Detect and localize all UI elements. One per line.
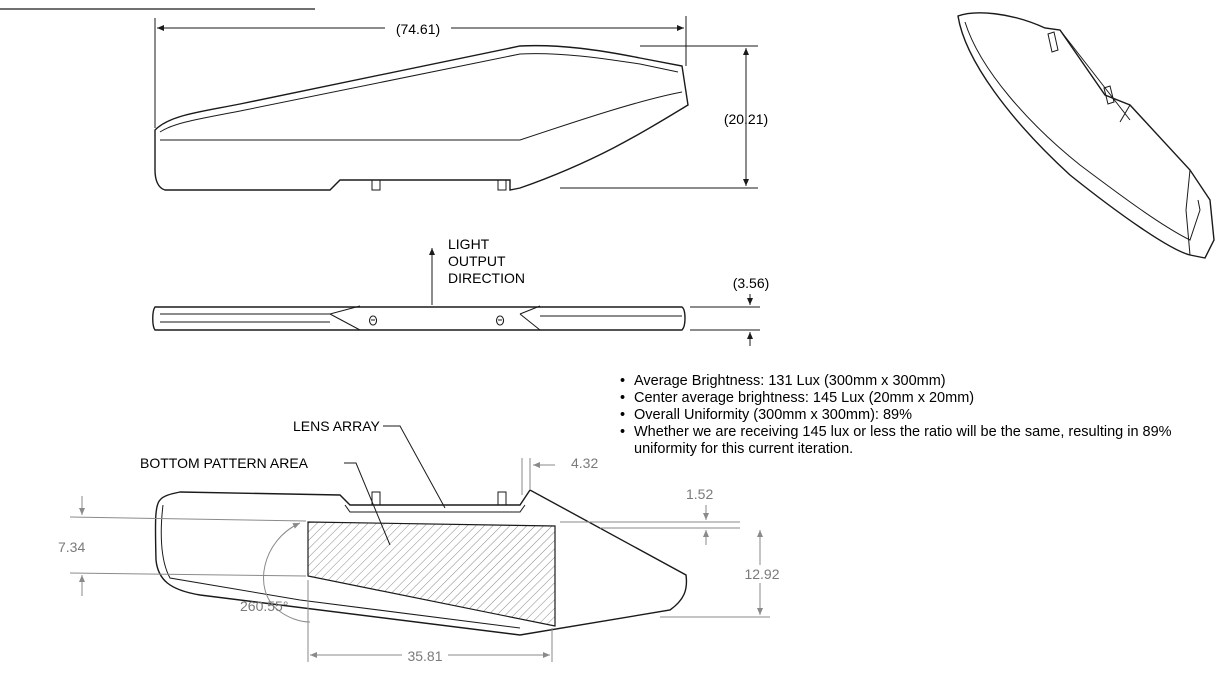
side-view-pins xyxy=(371,180,507,191)
lens-array-callout: LENS ARRAY xyxy=(293,418,381,434)
lens-array xyxy=(344,504,526,513)
side-view-outline xyxy=(154,44,689,191)
isometric-view xyxy=(957,12,1215,259)
length-dim-text: (74.61) xyxy=(396,21,440,37)
front-view-hole-left xyxy=(369,315,378,326)
test-results-notes: Average Brightness: 131 Lux (300mm x 300… xyxy=(620,373,1220,458)
note-uniformity-ratio: Whether we are receiving 145 lux or less… xyxy=(620,424,1220,458)
isometric-outline xyxy=(957,12,1215,259)
direction-label-line-3: DIRECTION xyxy=(448,270,525,286)
front-view-hole-right xyxy=(496,315,505,326)
right-height-dim-text: 12.92 xyxy=(744,566,779,582)
thickness-dim-text: (3.56) xyxy=(733,275,770,291)
isometric-details xyxy=(1047,29,1191,256)
angle-arc xyxy=(263,522,311,623)
bottom-view: LENS ARRAY BOTTOM PATTERN AREA 4.32 1.52… xyxy=(58,418,784,664)
side-view-lower-edge xyxy=(160,91,683,141)
note-center-brightness: Center average brightness: 145 Lux (20mm… xyxy=(620,390,1220,407)
tab-offset-dim-text: 4.32 xyxy=(571,455,598,471)
direction-label-line-2: OUTPUT xyxy=(448,253,506,269)
side-view: (74.61) (20.21) xyxy=(154,16,768,191)
front-view-details xyxy=(160,305,682,331)
angle-dim-text: 260.55° xyxy=(240,598,288,614)
front-view: LIGHT OUTPUT DIRECTION (3.56) xyxy=(152,236,770,346)
isometric-inner-edge xyxy=(964,21,1201,241)
height-dim-text: (20.21) xyxy=(724,111,768,127)
direction-label-line-1: LIGHT xyxy=(448,236,490,252)
front-view-outline xyxy=(152,306,686,331)
edge-offset-dim-text: 1.52 xyxy=(686,486,713,502)
note-average-brightness: Average Brightness: 131 Lux (300mm x 300… xyxy=(620,373,1220,390)
left-height-dim-text: 7.34 xyxy=(58,539,85,555)
bottom-view-inner-edge xyxy=(160,504,521,629)
bottom-view-pins xyxy=(371,491,507,506)
pattern-area xyxy=(307,521,556,627)
pattern-length-dim-text: 35.81 xyxy=(407,648,442,664)
pattern-area-callout: BOTTOM PATTERN AREA xyxy=(140,455,309,471)
side-view-inner-edge xyxy=(159,53,679,133)
note-overall-uniformity: Overall Uniformity (300mm x 300mm): 89% xyxy=(620,407,1220,424)
